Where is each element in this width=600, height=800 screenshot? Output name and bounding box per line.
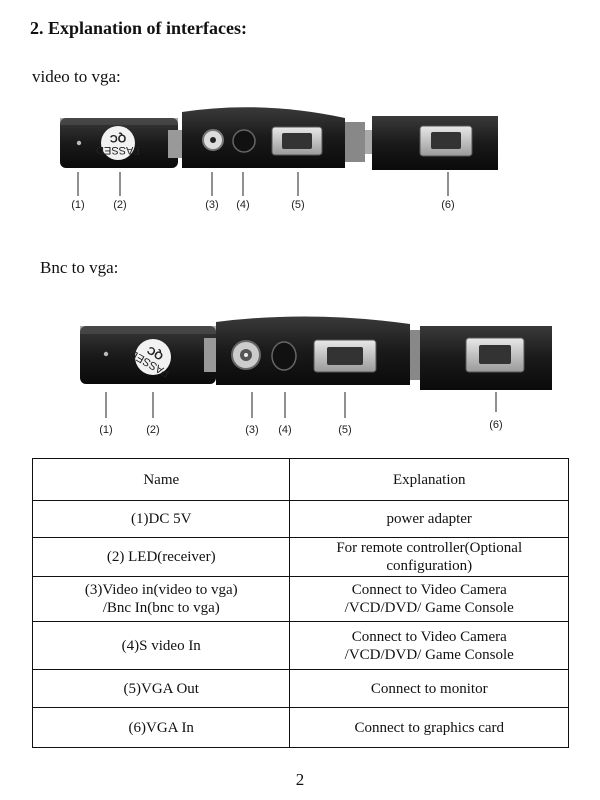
- svideo-port-icon: [271, 341, 297, 371]
- row-name: (2) LED(receiver): [31, 537, 291, 577]
- section-heading: 2. Explanation of interfaces:: [30, 18, 247, 38]
- row-explanation: Connect to graphics card: [289, 707, 569, 748]
- callout-4: (4): [278, 424, 291, 436]
- callout-1: (1): [99, 424, 112, 436]
- video-to-vga-title: video to vga:: [32, 67, 121, 86]
- table-row: (6)VGA In Connect to graphics card: [31, 707, 569, 748]
- svideo-port-icon: [232, 129, 256, 153]
- dc-port-icon: [76, 140, 82, 146]
- callout-2: (2): [113, 199, 126, 211]
- svg-text:QC: QC: [110, 132, 127, 144]
- callout-3: (3): [205, 199, 218, 211]
- device-photos: PASSED QC (1) (2) (3) (4) (5) (6): [60, 107, 552, 436]
- row-name: (6)VGA In: [31, 707, 291, 748]
- row-explanation: Connect to monitor: [289, 669, 569, 708]
- row-name: (4)S video In: [31, 621, 291, 670]
- svg-text:PASSED: PASSED: [96, 144, 140, 156]
- qc-passed-sticker: PASSED QC: [96, 126, 140, 160]
- dc-port-icon: [103, 351, 109, 357]
- row-name: (3)Video in(video to vga)/Bnc In(bnc to …: [31, 576, 291, 622]
- row-name: (1)DC 5V: [31, 500, 291, 538]
- table-row: (3)Video in(video to vga)/Bnc In(bnc to …: [31, 576, 569, 622]
- callout-5: (5): [338, 424, 351, 436]
- callout-5: (5): [291, 199, 304, 211]
- interface-table: Name Explanation (1)DC 5V power adapter …: [31, 458, 569, 748]
- callout-3: (3): [245, 424, 258, 436]
- header-explanation: Explanation: [289, 458, 569, 501]
- callout-6: (6): [441, 199, 454, 211]
- row-explanation: power adapter: [289, 500, 569, 538]
- table-header-row: Name Explanation: [31, 458, 569, 501]
- table-row: (2) LED(receiver) For remote controller(…: [31, 537, 569, 577]
- header-name: Name: [31, 458, 291, 501]
- row-explanation: Connect to Video Camera/VCD/DVD/ Game Co…: [289, 576, 569, 622]
- row-explanation: Connect to Video Camera/VCD/DVD/ Game Co…: [289, 621, 569, 670]
- table-row: (1)DC 5V power adapter: [31, 500, 569, 538]
- row-name: (5)VGA Out: [31, 669, 291, 708]
- bnc-to-vga-device: PASSED QC (1) (2) (3) (4) (5) (6): [80, 316, 552, 436]
- page-number: 2: [295, 770, 305, 789]
- callout-1: (1): [71, 199, 84, 211]
- qc-passed-sticker: PASSED QC: [127, 339, 171, 379]
- bnc-to-vga-title: Bnc to vga:: [40, 258, 119, 277]
- callout-2: (2): [146, 424, 159, 436]
- callout-6: (6): [489, 419, 502, 431]
- video-to-vga-device: PASSED QC (1) (2) (3) (4) (5) (6): [60, 107, 498, 211]
- table-row: (5)VGA Out Connect to monitor: [31, 669, 569, 708]
- table-row: (4)S video In Connect to Video Camera/VC…: [31, 621, 569, 670]
- callout-4: (4): [236, 199, 249, 211]
